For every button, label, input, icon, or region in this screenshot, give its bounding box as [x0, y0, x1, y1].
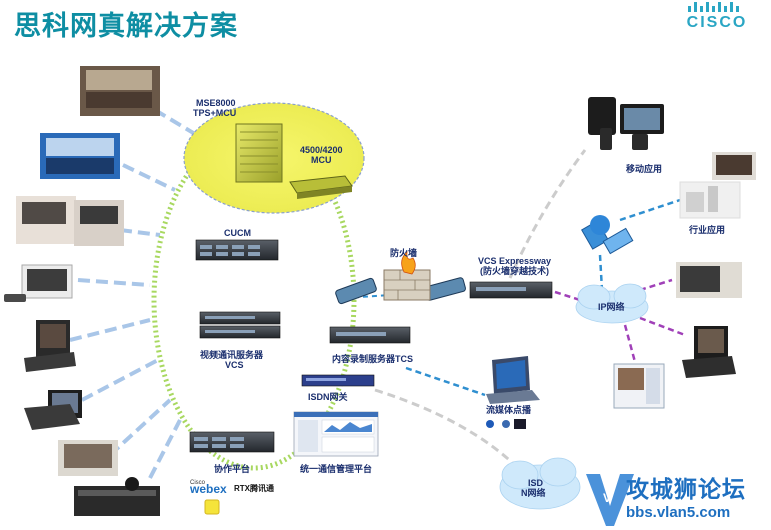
- label-tcs: 内容录制服务器TCS: [332, 354, 414, 364]
- video-phone[interactable]: [24, 390, 82, 430]
- mobile-devices[interactable]: [588, 97, 664, 150]
- industry-devices[interactable]: [679, 152, 756, 219]
- link-ex90: [69, 318, 151, 342]
- label-isdn-net-2: N网络: [521, 488, 546, 498]
- label-isdn-net-1: ISD: [528, 478, 544, 488]
- label-firewall-traversal: (防火墙穿越技术): [480, 266, 549, 276]
- streaming-laptop[interactable]: [486, 356, 540, 404]
- firewall[interactable]: [335, 251, 466, 305]
- label-unified-mgmt: 统一通信管理平台: [300, 464, 373, 474]
- mse8000-chassis[interactable]: [235, 123, 283, 183]
- page-title: 思科网真解决方案: [14, 11, 238, 41]
- cisco-logo-text: CISCO: [686, 14, 748, 31]
- satellite-icon: [581, 215, 634, 255]
- watermark-url: bbs.vlan5.com: [626, 504, 731, 521]
- link-room3: [119, 228, 161, 237]
- label-mse8000: MSE8000: [196, 98, 236, 108]
- label-vcs: VCS: [225, 360, 244, 370]
- cisco-logo: CISCO: [682, 0, 752, 34]
- link-desk: [108, 398, 172, 457]
- remote-endpoint-1[interactable]: [676, 262, 742, 298]
- remote-links: [374, 149, 587, 472]
- link-codec: [148, 419, 182, 479]
- ex90-endpoint[interactable]: [24, 320, 76, 372]
- webex-logo-mark: [204, 499, 220, 515]
- cucm-server[interactable]: [195, 239, 279, 261]
- link-room2: [122, 163, 176, 192]
- streaming-logos: [486, 419, 526, 429]
- isdn-cloud: [499, 457, 581, 510]
- webex-text: webex: [190, 482, 227, 496]
- label-streaming: 流媒体点播: [486, 405, 532, 415]
- label-4500-4200: 4500/4200: [300, 145, 343, 155]
- immersive-room-1[interactable]: [80, 66, 160, 116]
- watermark-v-letter: V: [603, 491, 611, 505]
- isdn-gateway[interactable]: [301, 374, 375, 387]
- watermark: 攻城狮论坛 bbs.vlan5.com: [582, 468, 771, 530]
- collab-platform-server[interactable]: [189, 431, 275, 453]
- vcs-expressway-server[interactable]: [469, 281, 553, 299]
- tcs-server[interactable]: [329, 326, 411, 344]
- label-isdn-gateway: ISDN网关: [308, 392, 348, 402]
- vcs-server[interactable]: [199, 311, 281, 339]
- label-industry-app: 行业应用: [689, 225, 726, 235]
- label-collab-platform: 协作平台: [214, 464, 251, 474]
- watermark-title: 攻城狮论坛: [626, 476, 746, 502]
- endpoint-links: [69, 108, 207, 479]
- mcu-4500-device[interactable]: [289, 175, 353, 199]
- label-vcs-server: 视频通讯服务器: [200, 350, 264, 360]
- link-phone: [81, 358, 159, 402]
- ip-links: [405, 198, 686, 397]
- label-mobile-app: 移动应用: [626, 164, 663, 174]
- label-tps-mcu: TPS+MCU: [193, 108, 237, 118]
- cisco-bridge-icon: [688, 2, 739, 12]
- multipurpose-room[interactable]: [16, 196, 124, 246]
- link-room1: [153, 108, 207, 142]
- label-vcs-expressway: VCS Expressway: [478, 256, 552, 266]
- ip-cloud: [575, 283, 649, 324]
- remote-endpoint-2[interactable]: [682, 326, 736, 378]
- immersive-room-2[interactable]: [40, 133, 120, 179]
- watermark-v-icon: [586, 474, 634, 526]
- label-cucm: CUCM: [224, 228, 251, 238]
- cisco-small-text: Cisco: [190, 480, 206, 486]
- label-firewall: 防火墙: [390, 248, 418, 258]
- label-mcu: MCU: [311, 155, 332, 165]
- desktop-endpoint[interactable]: [58, 440, 118, 476]
- remote-endpoint-3[interactable]: [613, 363, 665, 409]
- unified-mgmt-screenshot[interactable]: [293, 411, 379, 457]
- rtx-text: RTX腾讯通: [234, 484, 274, 493]
- label-ip-network: IP网络: [598, 302, 625, 312]
- link-ex60: [77, 278, 151, 287]
- ex60-endpoint[interactable]: [4, 264, 73, 302]
- codec-unit[interactable]: [74, 477, 160, 516]
